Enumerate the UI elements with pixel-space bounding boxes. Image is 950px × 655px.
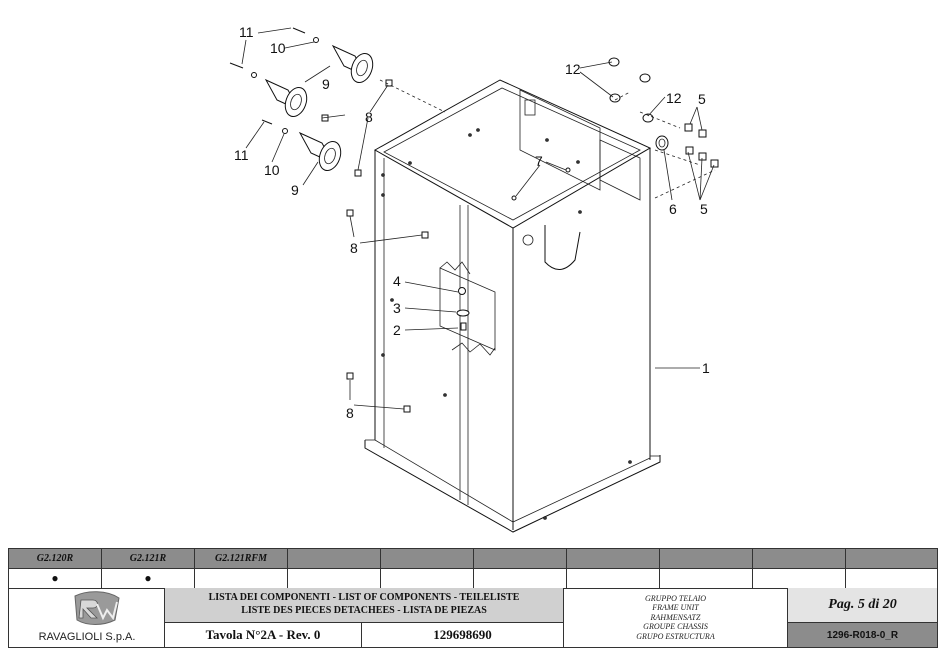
callout-4: 4 — [393, 273, 401, 289]
group-name-block: GRUPPO TELAIO FRAME UNIT RAHMENSATZ GROU… — [564, 588, 788, 647]
group-name-it: GRUPPO TELAIO — [644, 594, 707, 603]
model-mark-1: ● — [9, 568, 102, 588]
model-mark-3 — [195, 568, 288, 588]
model-col-2: G2.121R — [102, 549, 195, 568]
model-header-row: G2.120R G2.121R G2.121RFM — [9, 549, 937, 569]
group-name-de: RAHMENSATZ — [650, 612, 701, 622]
callout-10-upper: 10 — [270, 40, 286, 56]
model-mark-7 — [567, 568, 660, 588]
part-code: 129698690 — [362, 623, 564, 647]
callout-2: 2 — [393, 322, 401, 338]
model-col-empty-10 — [846, 549, 937, 568]
page-number: Pag. 5 di 20 — [788, 588, 937, 623]
title-block: G2.120R G2.121R G2.121RFM ● ● RAVAGLIOLI… — [8, 548, 938, 648]
callout-7: 7 — [535, 153, 543, 169]
model-col-3: G2.121RFM — [195, 549, 288, 568]
callout-8-b: 8 — [350, 240, 358, 256]
parts — [229, 27, 719, 413]
component-list-line-1: LISTA DEI COMPONENTI - LIST OF COMPONENT… — [208, 592, 520, 603]
model-col-empty-4 — [288, 549, 381, 568]
sleeve-upper — [331, 44, 374, 84]
callout-12-upper: 12 — [565, 61, 581, 77]
company-name: RAVAGLIOLI S.p.A. — [38, 631, 136, 643]
callout-5-lower: 5 — [700, 201, 708, 217]
model-mark-10 — [846, 568, 937, 588]
document-reference: 1296-R018-0_R — [788, 623, 937, 647]
callout-11-lower: 11 — [234, 147, 249, 163]
model-mark-row: ● ● — [9, 568, 937, 589]
group-name-fr: GROUPE CHASSIS — [643, 622, 708, 632]
sleeve-middle — [264, 78, 308, 118]
callout-6: 6 — [669, 201, 677, 217]
model-mark-8 — [660, 568, 753, 588]
frame-cabinet — [364, 79, 661, 533]
callout-labels: 1 2 3 4 5 5 6 7 8 8 8 8 9 9 10 10 11 11 … — [234, 24, 710, 421]
callout-8-a: 8 — [365, 109, 373, 125]
leader-lines — [241, 27, 715, 410]
model-mark-5 — [381, 568, 474, 588]
model-mark-2: ● — [102, 568, 195, 588]
model-col-1: G2.120R — [9, 549, 102, 568]
component-list-title: LISTA DEI COMPONENTI - LIST OF COMPONENT… — [165, 588, 564, 623]
callout-8-c: 8 — [346, 405, 354, 421]
callout-1: 1 — [702, 360, 710, 376]
callout-12-lower: 12 — [666, 90, 682, 106]
callout-3: 3 — [393, 300, 401, 316]
table-revision: Tavola N°2A - Rev. 0 — [165, 623, 362, 647]
model-col-empty-9 — [753, 549, 846, 568]
callout-11-upper: 11 — [239, 24, 254, 40]
component-list-line-2: LISTE DES PIECES DETACHEES - LISTA DE PI… — [241, 605, 487, 616]
model-mark-4 — [288, 568, 381, 588]
model-mark-6 — [474, 568, 567, 588]
company-logo-box: RAVAGLIOLI S.p.A. — [9, 588, 165, 647]
model-col-empty-5 — [381, 549, 474, 568]
model-col-empty-8 — [660, 549, 753, 568]
sleeve-lower — [298, 131, 342, 172]
callout-10-lower: 10 — [264, 162, 280, 178]
model-col-empty-6 — [474, 549, 567, 568]
model-col-empty-7 — [567, 549, 660, 568]
callout-9-upper: 9 — [322, 76, 330, 92]
exploded-frame-drawing: 1 2 3 4 5 5 6 7 8 8 8 8 9 9 10 10 11 11 … — [229, 24, 719, 533]
ravaglioli-logo — [74, 591, 120, 625]
callout-5-upper: 5 — [698, 91, 706, 107]
callout-9-lower: 9 — [291, 182, 299, 198]
group-name-en: FRAME UNIT — [652, 603, 699, 613]
model-mark-9 — [753, 568, 846, 588]
group-name-es: GRUPO ESTRUCTURA — [636, 631, 715, 641]
